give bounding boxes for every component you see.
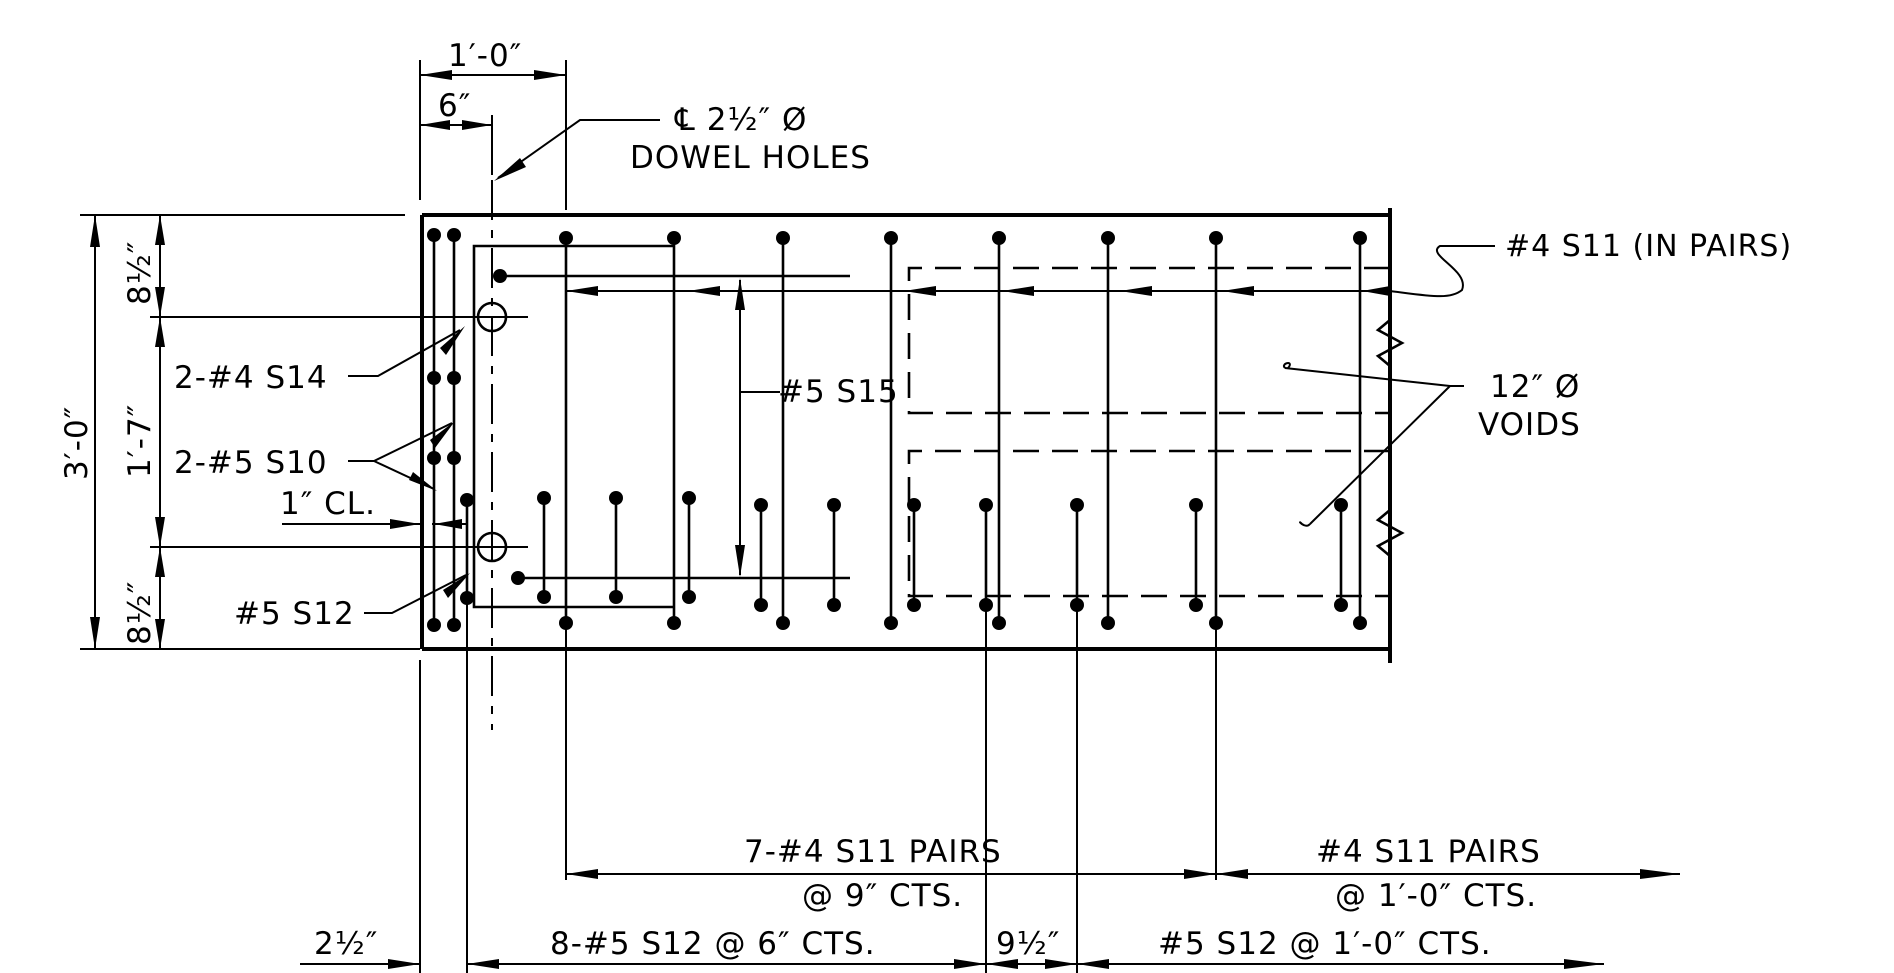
dim-left-8half-bot: 8½″ (122, 581, 158, 645)
left-leaders (348, 326, 470, 614)
dim-left-8half-top: 8½″ (122, 241, 158, 305)
s12-left-label: #5 S12 (234, 596, 355, 632)
dim-top-6in: 6″ (438, 88, 471, 124)
dim-top-1ft: 1′-0″ (448, 38, 522, 74)
horizontal-rebars (472, 244, 1390, 609)
bot-2half-label: 2½″ (314, 926, 378, 962)
dim-left-1ft7: 1′-7″ (122, 404, 158, 478)
right-leaders (1282, 245, 1495, 527)
bot-9half-label: 9½″ (996, 926, 1060, 962)
bot-s12-12-label: #5 S12 @ 1′-0″ CTS. (1158, 926, 1492, 962)
bot-s12-6-label: 8-#5 S12 @ 6″ CTS. (550, 926, 876, 962)
pairs9-label-2: @ 9″ CTS. (802, 878, 963, 914)
slab-outline (420, 208, 1405, 663)
voids-label-1: 12″ Ø (1490, 369, 1580, 405)
voids-label-2: VOIDS (1478, 407, 1581, 443)
pairs9-label-1: 7-#4 S11 PAIRS (744, 834, 1002, 870)
s11-label: #4 S11 (IN PAIRS) (1505, 229, 1792, 264)
vertical-rebars (427, 228, 1367, 632)
pairs12-label-2: @ 1′-0″ CTS. (1335, 878, 1537, 914)
s14-label: 2-#4 S14 (174, 360, 328, 396)
s15-label: #5 S15 (778, 374, 899, 410)
pairs12-label-1: #4 S11 PAIRS (1316, 834, 1541, 870)
top-dimensions (419, 60, 660, 210)
dim-left-3ft: 3′-0″ (59, 406, 95, 480)
left-dimensions (80, 214, 470, 650)
void-outlines (907, 266, 1390, 598)
s10-label: 2-#5 S10 (174, 445, 328, 481)
bottom-dimensions (300, 600, 1680, 973)
cl-label: 1″ CL. (280, 486, 376, 522)
dowel-label-1: ℄ 2½″ Ø (674, 102, 807, 138)
dowel-holes (470, 301, 528, 563)
labels: 1′-0″ 6″ ℄ 2½″ Ø DOWEL HOLES #4 S11 (IN … (59, 38, 1792, 962)
dowel-label-2: DOWEL HOLES (630, 140, 871, 176)
